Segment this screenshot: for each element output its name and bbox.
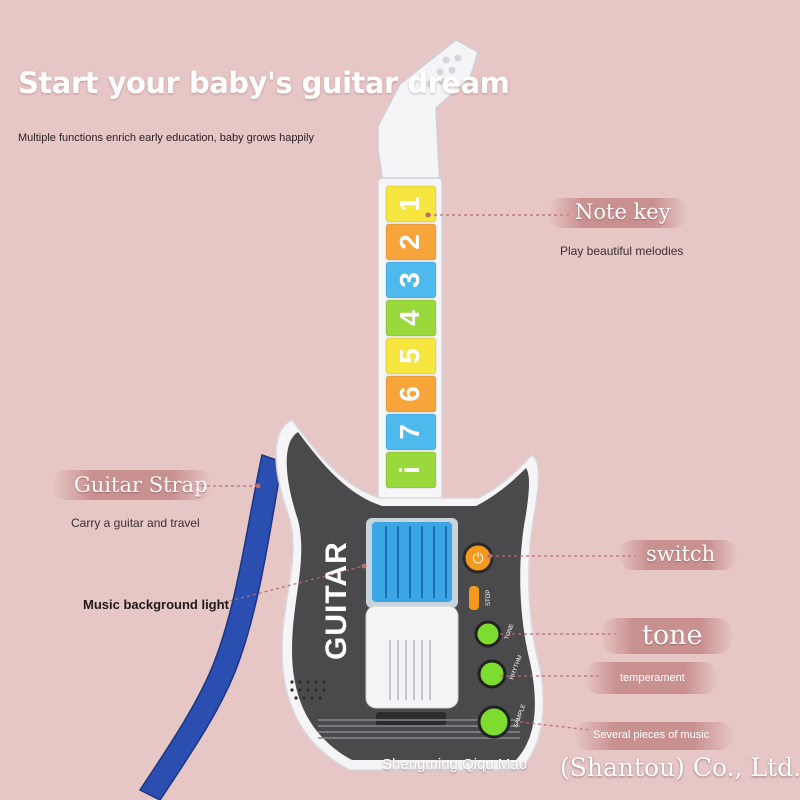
knob-label-tone: TONE (504, 623, 515, 641)
note-key-label-1: 1 (394, 196, 425, 212)
tail-bar (376, 712, 446, 726)
footer-maker: Shengming Qiqu Mao (382, 756, 528, 773)
tone-pill (600, 618, 734, 654)
knob-tone[interactable] (474, 620, 502, 648)
guitar-strap (138, 454, 283, 800)
note-key-label-6: 6 (394, 386, 425, 402)
guitar-brand-text: GUITAR (320, 541, 353, 660)
guitar-strap-pill (52, 470, 212, 500)
stop-button[interactable] (469, 586, 479, 610)
switch-pill (618, 540, 738, 570)
guitar-headstock (377, 39, 479, 191)
note-key-label-2: 2 (394, 234, 425, 250)
note-key-label-8: i (394, 466, 425, 474)
switch-label: switch (646, 542, 716, 566)
guitar-strap-label: Guitar Strap (74, 473, 208, 497)
tuning-holes (426, 54, 462, 88)
note-key-1[interactable] (385, 185, 437, 223)
note-key-7[interactable] (385, 413, 437, 451)
note-key-4[interactable] (385, 299, 437, 337)
guitar-strap-detail: Carry a guitar and travel (71, 516, 200, 530)
footer-maker-location: (Shantou) Co., Ltd. (560, 753, 800, 782)
guitar-bridge (365, 605, 459, 709)
note-key-pill (548, 198, 688, 228)
music-light-label: Music background light (83, 597, 229, 612)
note-key-label-7: 7 (394, 424, 425, 440)
knob-sample[interactable] (477, 705, 511, 739)
subline: Multiple functions enrich early educatio… (18, 132, 314, 144)
note-key-label-3: 3 (394, 272, 425, 288)
headline: Start your baby's guitar dream (18, 66, 510, 100)
power-icon: ⏻ (472, 551, 483, 567)
note-key-label-5: 5 (394, 348, 425, 364)
note-key-detail: Play beautiful melodies (560, 244, 684, 258)
tone-label: tone (642, 620, 703, 651)
note-key-2[interactable] (385, 223, 437, 261)
stop-label: STOP (486, 590, 492, 606)
temperament-pill (584, 662, 718, 694)
note-key-label-4: 4 (394, 310, 425, 326)
note-key-6[interactable] (385, 375, 437, 413)
temperament-label: temperament (620, 672, 685, 684)
power-switch[interactable] (462, 542, 494, 574)
music-pieces-label: Several pieces of music (593, 729, 710, 741)
note-key-label: Note key (575, 200, 671, 224)
knob-rhythm[interactable] (477, 659, 507, 689)
music-light-bars (372, 522, 452, 602)
note-key-3[interactable] (385, 261, 437, 299)
music-pieces-pill (574, 722, 734, 750)
note-key-5[interactable] (385, 337, 437, 375)
note-key-8[interactable] (385, 451, 437, 489)
speaker-grille (290, 680, 326, 700)
